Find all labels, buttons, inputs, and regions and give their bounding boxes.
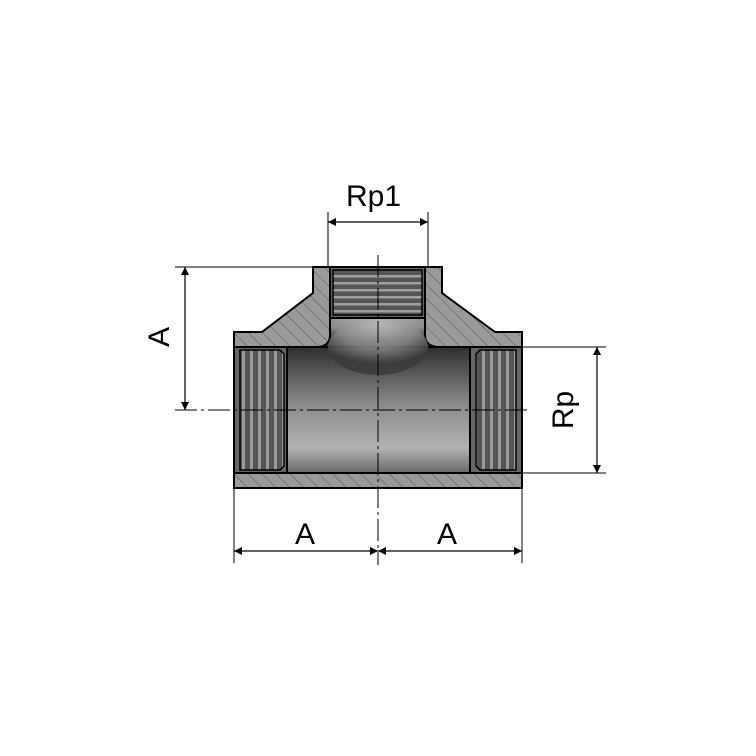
height-label: A: [143, 326, 177, 348]
right-length-label: A: [437, 518, 458, 551]
left-length-label: A: [295, 518, 316, 551]
rp1-label: Rp1: [346, 180, 402, 213]
rp-label: Rp: [547, 390, 581, 430]
dimension-lines: [181, 218, 601, 555]
